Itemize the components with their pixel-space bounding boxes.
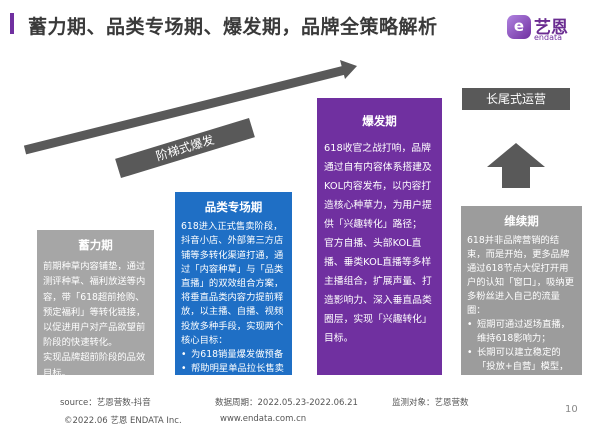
footer-url[interactable]: www.endata.com.cn [220,414,307,424]
stage-card-accumulation: 蓄力期 前期种草内容铺垫，通过测评种草、福利放送等内容，带「618超前抢购、预定… [37,230,154,379]
stage-title: 爆发期 [362,114,397,128]
stage-bullet: 为618销量爆发做预备 [181,348,286,362]
footer-object: 监测对象：艺恩营数 [392,398,469,408]
logo-cn: 艺恩 [534,18,568,38]
endata-logo: e 艺恩 endata [507,13,587,45]
footer-source: source：艺恩营数-抖音 [60,398,151,408]
stage-card-continuation: 维续期 618并非品牌营销的结束，而是开始，更多品牌通过618节点大促打开用户的… [461,206,582,400]
growth-arrow-icon [23,60,357,155]
stage-body: 618收官之战打响，品牌通过自有内容体系搭建及KOL内容发布，以内容打造核心种草… [324,143,432,230]
long-tail-label: 长尾式运营 [462,88,570,110]
stage-card-explosion: 爆发期 618收官之战打响，品牌通过自有内容体系搭建及KOL内容发布，以内容打造… [317,98,442,375]
stage-title: 品类专场期 [204,200,263,214]
stage-body-2: 实现品牌超前阶段的品效目标。 [43,352,146,379]
stage-card-category: 品类专场期 618进入正式售卖阶段，抖音小店、外部第三方店铺等多转化渠道打通，通… [175,192,292,388]
stage-bullet: 帮助明星单品拉长售卖期，以获更多转化 [181,362,286,390]
stage-body: 618进入正式售卖阶段，抖音小店、外部第三方店铺等多转化渠道打通，通过「内容种草… [181,221,284,346]
title-accent-bar [10,13,14,34]
logo-mark-icon: e [507,15,531,39]
footer-period: 数据周期：2022.05.23-2022.06.21 [215,398,358,408]
footer-copyright: ©2022.06 艺恩 ENDATA Inc. [64,416,182,426]
page-number: 10 [565,404,578,415]
stage-body: 618并非品牌营销的结束，而是开始，更多品牌通过618节点大促打开用户的认知「窗… [467,235,574,316]
page-title: 蓄力期、品类专场期、爆发期，品牌全策略解析 [28,16,438,38]
stage-body: 前期种草内容铺垫，通过测评种草、福利放送等内容，带「618超前抢购、预定福利」等… [43,261,146,349]
stage-title: 蓄力期 [78,238,113,252]
stage-title: 维续期 [504,214,539,228]
stage-body-2: 官方自播、头部KOL直播、垂类KOL直播等多样主播组合，扩展声量、打造影响力、深… [324,238,432,344]
logo-en: endata [534,33,563,42]
up-arrow-icon [487,143,545,188]
stage-bullet: 短期可通过返场直播，维持618影响力； [467,318,576,346]
stage-bullet: 长期可以建立稳定的「投放+自营」模型，创造更多「流量+销量」奇迹 [467,346,576,402]
